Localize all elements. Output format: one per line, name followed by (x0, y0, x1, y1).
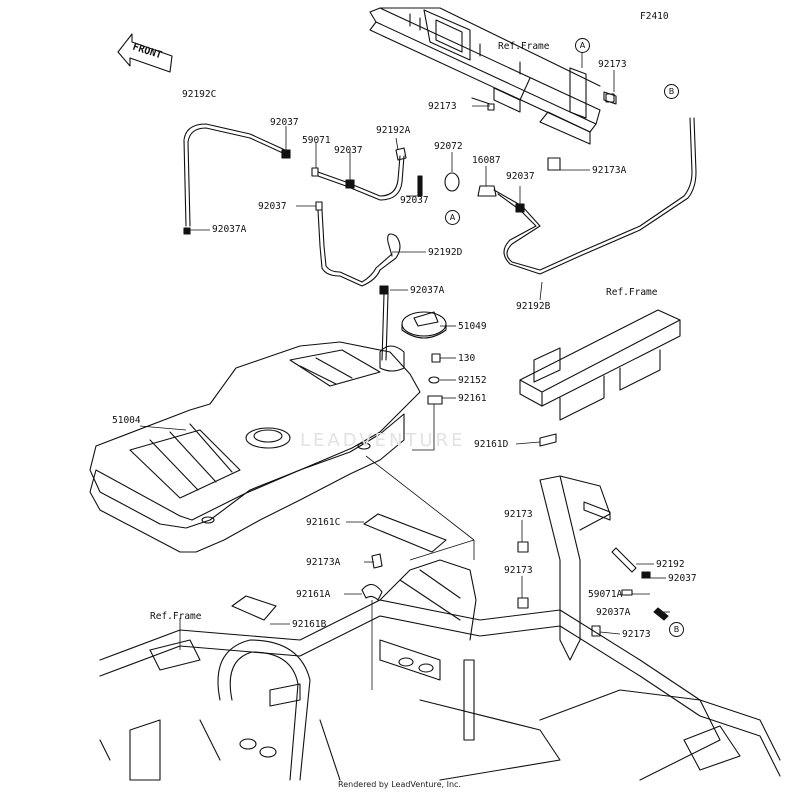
lower-frame-part (99, 475, 781, 781)
pad-92161a (361, 583, 383, 601)
hose-92192a-end (395, 147, 407, 161)
nut-92173-d (591, 625, 601, 637)
figure-id: F2410 (640, 11, 669, 22)
front-arrow-icon (117, 33, 173, 73)
clamp-92037-c (417, 175, 423, 197)
part-label-92173: 92173 (504, 565, 533, 576)
part-label-51004: 51004 (112, 415, 141, 426)
pad-92161b (231, 595, 277, 621)
part-label-92192: 92192 (656, 559, 685, 570)
nut-92173-c (517, 597, 529, 609)
middle-frame-part (519, 309, 681, 447)
part-label-92173a: 92173A (592, 165, 627, 176)
part-label-59071: 59071 (302, 135, 331, 146)
callout-b: B (669, 622, 684, 637)
part-label-92037a: 92037A (410, 285, 445, 296)
part-label-59071a: 59071A (588, 589, 623, 600)
part-label-92161d: 92161D (474, 439, 509, 450)
part-label-92037: 92037 (668, 573, 697, 584)
valve-16087 (477, 185, 497, 197)
upper-frame-part (369, 7, 617, 145)
part-label-92161a: 92161A (296, 589, 331, 600)
part-label-92173a: 92173A (306, 557, 341, 568)
clamp-92037-b (345, 179, 355, 189)
fitting-59071 (311, 167, 319, 177)
clamp-92037a-b (379, 285, 389, 295)
part-label-92152: 92152 (458, 375, 487, 386)
ref-frame-leader (471, 77, 531, 105)
ref-frame-label: Ref.Frame (150, 611, 202, 622)
clamp-92037-d (515, 203, 525, 213)
part-label-92037: 92037 (270, 117, 299, 128)
part-label-92161c: 92161C (306, 517, 341, 528)
part-label-92173: 92173 (622, 629, 651, 640)
damper-92161d (539, 433, 557, 447)
part-label-92192c: 92192C (182, 89, 217, 100)
part-label-92161: 92161 (458, 393, 487, 404)
part-label-92037: 92037 (506, 171, 535, 182)
fitting-59071a (621, 589, 633, 596)
damper-92161 (427, 395, 443, 405)
clamp-92037-e (315, 201, 323, 211)
footer-credit: Rendered by LeadVenture, Inc. (338, 780, 461, 789)
grommet-92072 (444, 172, 460, 192)
part-label-92037: 92037 (258, 201, 287, 212)
fuel-cap-51049-part (401, 311, 447, 339)
part-label-130: 130 (458, 353, 476, 364)
nut-92173a-upper (547, 157, 561, 171)
leader-lines (139, 52, 670, 690)
part-label-92173: 92173 (598, 59, 627, 70)
pad-92161c (363, 513, 447, 553)
fuel-tank-51004-part (89, 341, 421, 553)
part-label-92192d: 92192D (428, 247, 463, 258)
callout-a: A (445, 210, 460, 225)
nut-92173-b (517, 541, 529, 553)
part-label-92173: 92173 (504, 509, 533, 520)
hose-92192 (611, 547, 637, 573)
watermark: LEADVENTURE (300, 430, 466, 451)
ref-frame-label: Ref.Frame (498, 41, 550, 52)
part-label-92161b: 92161B (292, 619, 327, 630)
part-label-92173: 92173 (428, 101, 457, 112)
part-label-92037a: 92037A (212, 224, 247, 235)
clamp-92037a-c (653, 607, 669, 621)
part-label-51049: 51049 (458, 321, 487, 332)
part-label-92037: 92037 (334, 145, 363, 156)
nut-92173a-lower (371, 553, 383, 569)
ref-frame-label: Ref.Frame (606, 287, 658, 298)
part-label-92192a: 92192A (376, 125, 411, 136)
nut-92173-e (487, 103, 495, 111)
callout-a: A (575, 38, 590, 53)
bolt-130 (431, 353, 441, 363)
part-label-92037: 92037 (400, 195, 429, 206)
part-label-92037a: 92037A (596, 607, 631, 618)
part-label-92192b: 92192B (516, 301, 551, 312)
clamp-92037-f (641, 571, 651, 579)
hose-92192c-part (183, 123, 286, 227)
washer-92152 (428, 376, 440, 384)
part-label-16087: 16087 (472, 155, 501, 166)
part-label-92072: 92072 (434, 141, 463, 152)
callout-b: B (664, 84, 679, 99)
